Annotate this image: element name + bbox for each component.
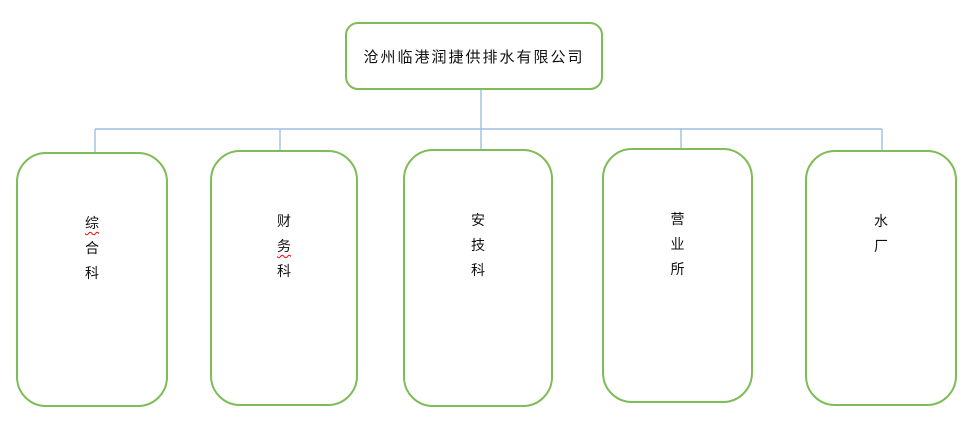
dept-label-char: 合: [85, 242, 99, 257]
dept-label-char: 财: [277, 215, 291, 230]
dept-label-char: 务: [277, 240, 291, 255]
dept-label-char: 技: [471, 239, 485, 254]
dept-box-finance[interactable]: 财务科: [210, 150, 358, 406]
dept-label-char: 科: [277, 265, 291, 280]
company-root-label: 沧州临港润捷供排水有限公司: [363, 49, 585, 66]
dept-label-char: 营: [670, 213, 685, 228]
dept-label-char: 安: [471, 214, 485, 229]
dept-label-finance: 财务科: [212, 210, 356, 285]
dept-label-business-office: 营业所: [604, 208, 751, 283]
dept-label-water-plant: 水厂: [807, 210, 955, 260]
dept-label-safety-tech: 安技科: [405, 209, 551, 284]
dept-label-char: 厂: [874, 240, 888, 255]
company-root-box[interactable]: 沧州临港润捷供排水有限公司: [345, 22, 603, 90]
dept-label-general-office: 综合科: [18, 212, 166, 287]
dept-box-safety-tech[interactable]: 安技科: [403, 149, 553, 407]
dept-box-general-office[interactable]: 综合科: [16, 152, 168, 407]
dept-label-char: 水: [874, 215, 888, 230]
dept-label-char: 所: [670, 263, 685, 278]
dept-label-char: 科: [471, 264, 485, 279]
dept-label-char: 业: [670, 238, 685, 253]
dept-label-char: 综: [85, 217, 99, 232]
dept-box-business-office[interactable]: 营业所: [602, 148, 753, 403]
dept-label-char: 科: [85, 267, 99, 282]
dept-box-water-plant[interactable]: 水厂: [805, 150, 957, 406]
